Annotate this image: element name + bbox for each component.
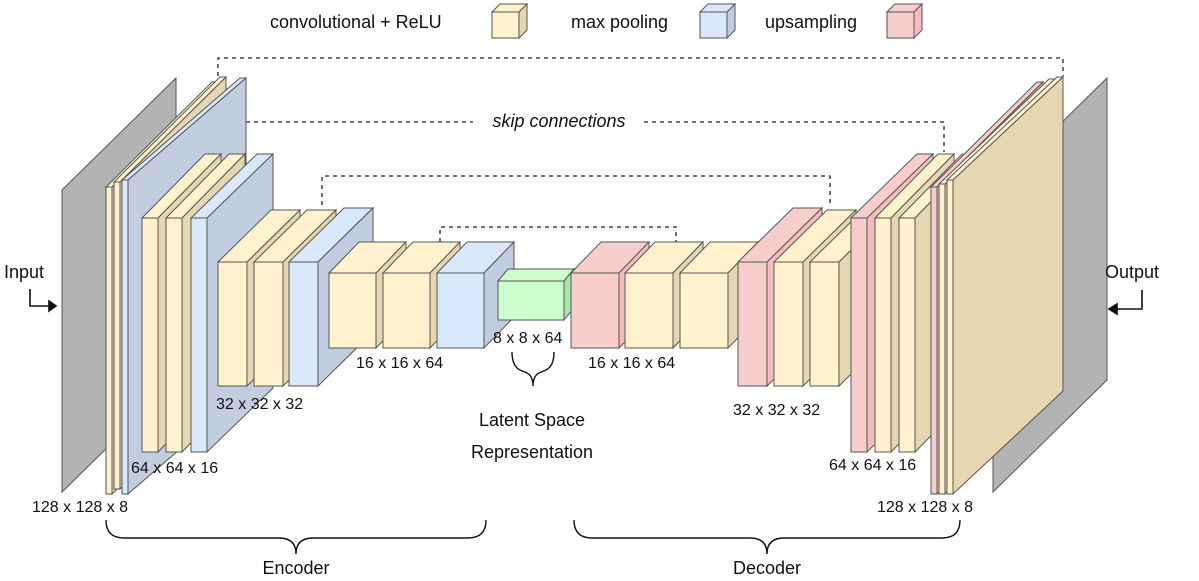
enc-128-conv2-front [113, 181, 121, 490]
dec-128-conv1-front [938, 183, 946, 495]
latent-block [496, 267, 576, 322]
skip-line-128 [217, 57, 1064, 76]
legend-up-label: upsampling [765, 12, 857, 32]
enc-128-dim-label: 128 x 128 x 8 [32, 499, 128, 516]
dec-128-dim-label: 128 x 128 x 8 [877, 499, 973, 516]
legend: convolutional + ReLU max pooling upsampl… [270, 2, 924, 40]
dec-32-dim-label: 32 x 32 x 32 [733, 402, 820, 419]
layer-blocks [104, 75, 1065, 496]
enc-16-conv2-front [382, 272, 431, 349]
dec-128-conv2-block [945, 75, 1065, 496]
latent-brace [511, 351, 555, 387]
output-label: Output [1105, 262, 1159, 282]
encoder-brace [105, 519, 487, 555]
decoder-brace [573, 519, 961, 555]
enc-32-conv2-front [253, 261, 284, 387]
skip-line-16 [439, 226, 677, 242]
legend-conv-label: convolutional + ReLU [270, 12, 442, 32]
latent-dim-label: 8 x 8 x 64 [493, 330, 562, 347]
dec-64-conv1-front [874, 217, 892, 453]
dec-64-dim-label: 64 x 64 x 16 [829, 457, 916, 474]
enc-64-dim-label: 64 x 64 x 16 [131, 460, 218, 477]
enc-64-pool-front [190, 217, 208, 453]
output-arrow [1107, 290, 1143, 316]
skip-line-64 [236, 121, 473, 145]
enc-16-conv1-front [328, 272, 377, 349]
input-arrow [29, 289, 58, 313]
skip-connections-label: skip connections [492, 111, 625, 131]
dec-128-conv2-front [946, 179, 954, 495]
enc-64-conv2-front [165, 217, 183, 453]
skip-connections [217, 57, 1064, 242]
encoder-label: Encoder [262, 558, 329, 578]
dec-16-conv2-front [679, 272, 729, 349]
dec-32-conv2-front [809, 261, 840, 387]
latent-top [496, 268, 576, 282]
enc-128-pool-front [121, 179, 129, 495]
dec-32-conv1-front [773, 261, 804, 387]
dec-32-up-front [737, 261, 768, 387]
dec-16-conv1-front [624, 272, 674, 349]
legend-pool-label: max pooling [571, 12, 668, 32]
skip-line-64-right [644, 121, 945, 152]
skip-line-32 [321, 175, 831, 205]
legend-up-swatch [885, 2, 924, 40]
latent-front [497, 280, 565, 321]
enc-32-pool-front [288, 261, 319, 387]
enc-16-pool-front [436, 272, 485, 349]
latent-title-line1: Latent Space [479, 410, 585, 430]
enc-32-dim-label: 32 x 32 x 32 [216, 396, 303, 413]
enc-16-dim-label: 16 x 16 x 64 [356, 355, 443, 372]
enc-32-conv1-front [217, 261, 248, 387]
legend-conv-swatch [490, 2, 529, 40]
enc-16-pool-block [435, 240, 516, 350]
decoder-label: Decoder [733, 558, 801, 578]
latent-title-line2: Representation [471, 442, 593, 462]
input-label: Input [4, 262, 44, 282]
dec-16-up-front [570, 272, 620, 349]
enc-64-conv1-front [141, 217, 159, 453]
legend-pool-swatch [698, 2, 737, 40]
dec-64-conv2-front [898, 217, 916, 453]
dec-64-up-front [850, 217, 868, 453]
enc-128-conv1-front [105, 186, 113, 495]
dec-16-dim-label: 16 x 16 x 64 [588, 355, 675, 372]
dec-128-up-front [930, 186, 938, 495]
